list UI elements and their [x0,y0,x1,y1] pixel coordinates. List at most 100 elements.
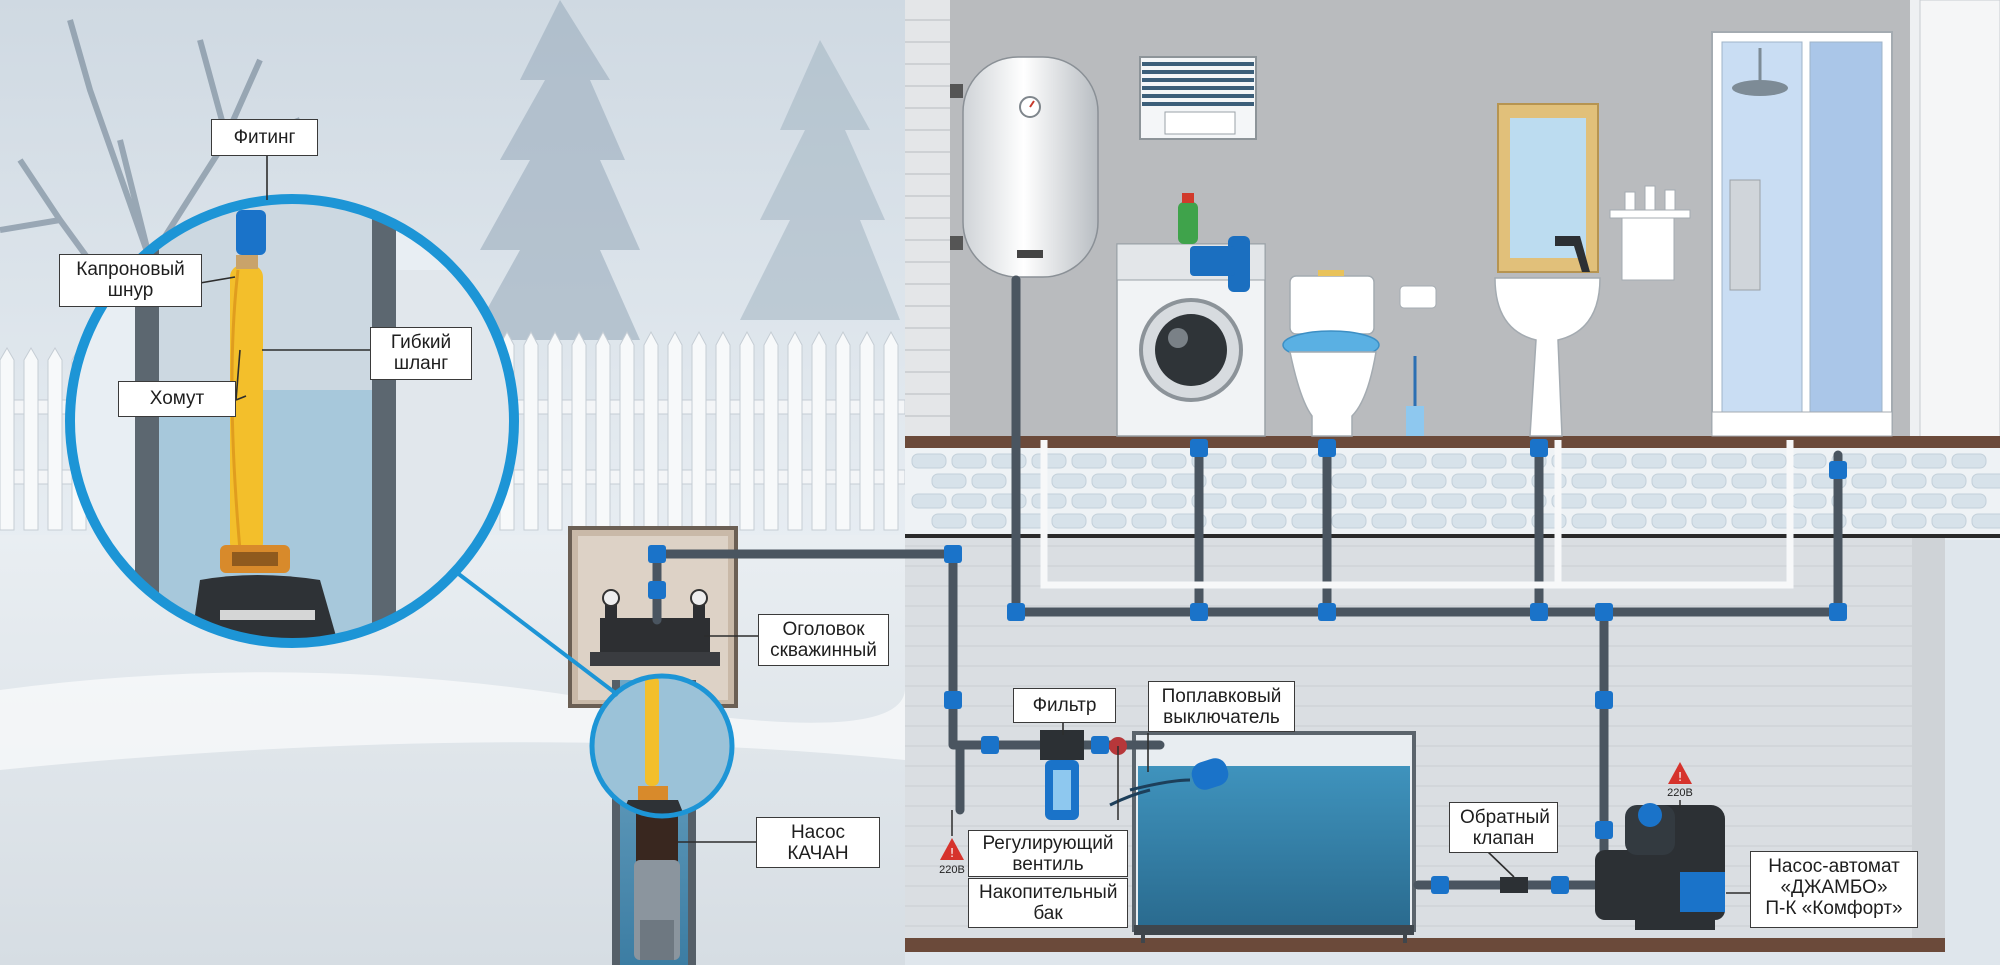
fence-picket [787,330,803,531]
pipe-fitting [1190,439,1208,457]
pipe-fitting [1829,461,1847,479]
storage-tank [1132,731,1416,943]
foundation-stone [1411,473,1447,489]
foundation-stone [1571,513,1607,529]
fence-picket [811,330,827,531]
label-float-switch-line2: выключатель [1163,707,1280,728]
toilet [1282,270,1380,437]
label-flexible-hose-line2: шланг [393,353,449,374]
label-fitting-text: Фитинг [233,127,296,148]
pipe-fitting [1007,603,1025,621]
fence-picket [691,330,707,531]
sink [1494,236,1601,437]
foundation-stone [1711,453,1747,469]
pipe-fitting [1431,876,1449,894]
label-clamp: Хомут [118,381,236,417]
pipe-fittings [648,439,1847,894]
foundation-stone [1411,513,1447,529]
fence-picket [883,330,899,531]
submersible-pump [634,796,680,960]
foundation-stone [1731,473,1767,489]
voltage-warning-right: ! [1668,762,1692,808]
label-pump-kachan-line1: Насос [790,822,846,843]
fence-picket [0,347,15,531]
fence-picket [23,347,39,531]
label-nylon-cord-line1: Капроновый [76,259,185,280]
svg-text:!: ! [1678,770,1683,784]
foundation-stone [1751,493,1787,509]
foundation-stone [1371,473,1407,489]
foundation-stone [1451,473,1487,489]
label-automatic-pump: Насос-автомат«ДЖАМБО»П-К «Комфорт» [1750,851,1918,928]
label-filter-text: Фильтр [1032,695,1097,716]
foundation-stone [1591,453,1627,469]
foundation-stone [1891,513,1927,529]
voltage-warning-left: ! [940,810,964,860]
leader-lines [199,152,1750,894]
foundation-stone [1031,493,1067,509]
foundation-stone [1911,453,1947,469]
foundation-stone [1251,513,1287,529]
foundation-stone [1851,513,1887,529]
foundation-stone [1611,513,1647,529]
foundation-stone [1471,493,1507,509]
label-check-valve-line2: клапан [1472,828,1535,849]
washing-machine [1116,193,1266,437]
foundation-stone [1651,473,1687,489]
foundation-stone [1391,453,1427,469]
foundation-stone [1251,473,1287,489]
label-wellhead-line1: Оголовок [782,619,865,640]
foundation-stone [1391,493,1427,509]
foundation-stone [911,453,947,469]
basement-floor [905,938,1945,952]
pipe-fitting [1595,691,1613,709]
fence-picket [643,330,659,531]
foundation-stone [1871,493,1907,509]
label-wellhead-line2: скважинный [770,640,877,661]
foundation-stone [1131,473,1167,489]
foundation-stone [1591,493,1627,509]
foundation-stone [1631,493,1667,509]
big-zoom-ring [65,194,519,648]
fence-picket [859,330,875,531]
foundation-stone [1231,493,1267,509]
label-automatic-pump-line3: П-К «Комфорт» [1765,898,1903,919]
house-siding [905,0,950,440]
foundation-stone [1631,453,1667,469]
small-zoom-ring [589,673,735,819]
foundation-stone [1971,513,2000,529]
foundation-stone [1111,493,1147,509]
fence-picket [739,330,755,531]
pipe-fitting [1190,603,1208,621]
foundation-stone [991,493,1027,509]
foundation-stone [1291,473,1327,489]
label-automatic-pump-line2: «ДЖАМБО» [1780,877,1888,898]
foundation-stone [1151,493,1187,509]
foundation-stone [1431,493,1467,509]
foundation-stone [951,453,987,469]
foundation-stone [971,473,1007,489]
small-zoom-content [592,676,732,816]
fence-picket [571,330,587,531]
fence-picket [523,330,539,531]
foundation-stone [1371,513,1407,529]
pipe-fitting [1530,439,1548,457]
snow-drift [0,672,905,770]
fence-picket [667,330,683,531]
foundation-stone [1231,453,1267,469]
pipe-fitting [648,545,666,563]
foundation-stone [1351,453,1387,469]
pipe-fitting [944,691,962,709]
pipe-fitting [1530,603,1548,621]
foundation-stone [1331,473,1367,489]
pipe-fitting [1595,821,1613,839]
foundation-stone [1131,513,1167,529]
foundation-stone [1731,513,1767,529]
foundation-stone [1931,473,1967,489]
foundation-stone [1491,473,1527,489]
foundation-stone [1071,453,1107,469]
window [1139,56,1257,140]
label-fitting: Фитинг [211,119,318,156]
